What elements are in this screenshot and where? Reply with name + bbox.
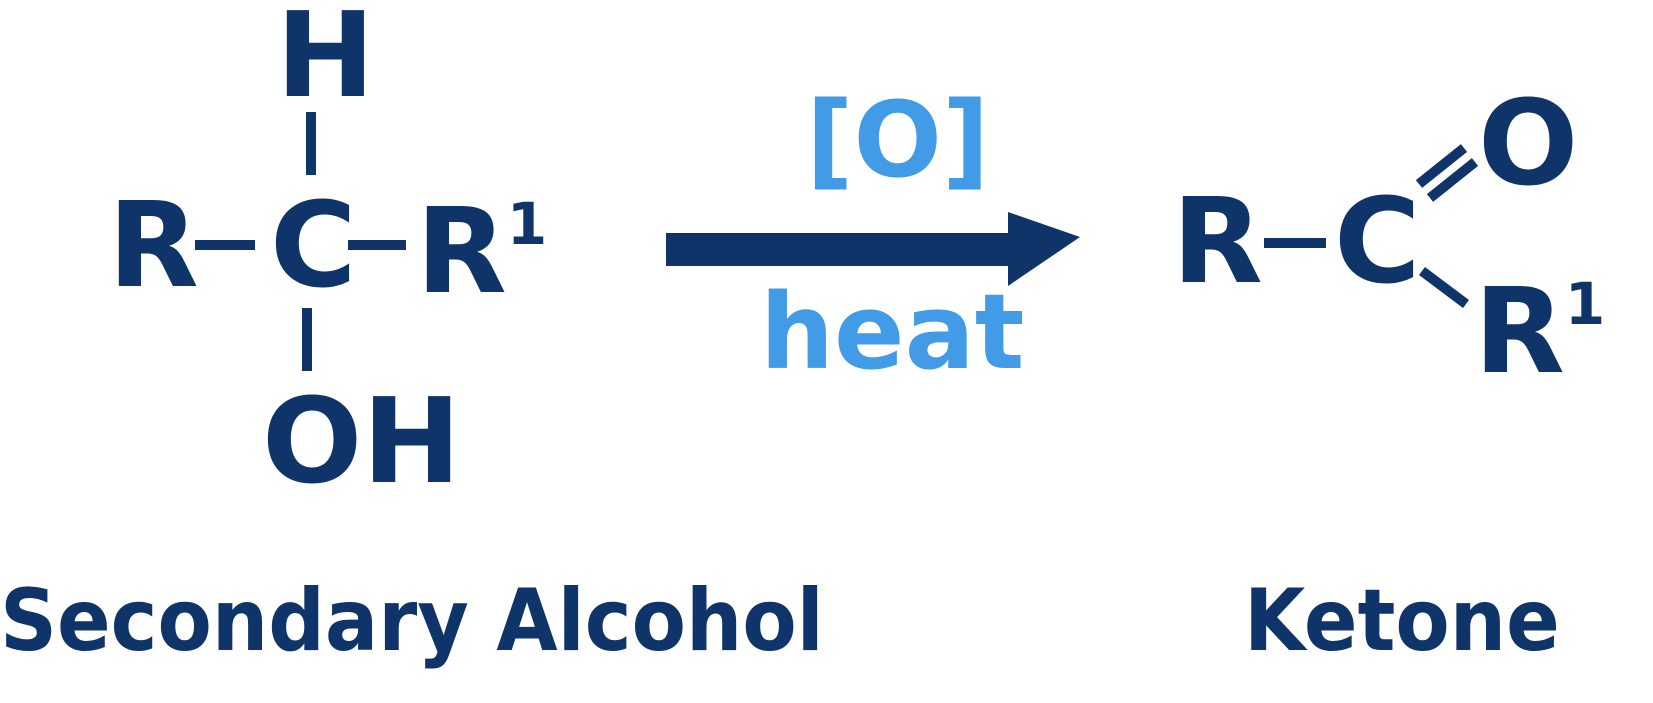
bond-c-oh (302, 308, 312, 371)
bond-c-r1-ketone (1419, 267, 1469, 308)
r1-letter-product: R (1474, 262, 1565, 400)
reactant-atom-c: C (270, 176, 357, 314)
product-atom-r: R (1172, 172, 1263, 310)
reactant-name: Secondary Alcohol (0, 571, 824, 671)
bond-c-h (306, 112, 316, 175)
r1-superscript: 1 (506, 190, 548, 258)
reactant-atom-r1: R1 (416, 192, 547, 310)
bond-r-c-ketone (1264, 238, 1326, 248)
reactant-atom-oh: OH (262, 372, 462, 510)
product-atom-r1: R1 (1474, 272, 1605, 390)
r1-superscript-product: 1 (1564, 270, 1606, 338)
bond-r-c (195, 240, 255, 250)
reactant-atom-h: H (276, 0, 375, 124)
oxidant-label: [O] (806, 79, 990, 201)
product-name: Ketone (1244, 571, 1560, 671)
reactant-atom-r: R (108, 176, 199, 314)
heat-label: heat (760, 271, 1025, 393)
bond-c-r1 (348, 240, 406, 250)
product-atom-c: C (1334, 172, 1421, 310)
r1-letter: R (416, 182, 507, 320)
product-atom-o: O (1478, 74, 1579, 212)
